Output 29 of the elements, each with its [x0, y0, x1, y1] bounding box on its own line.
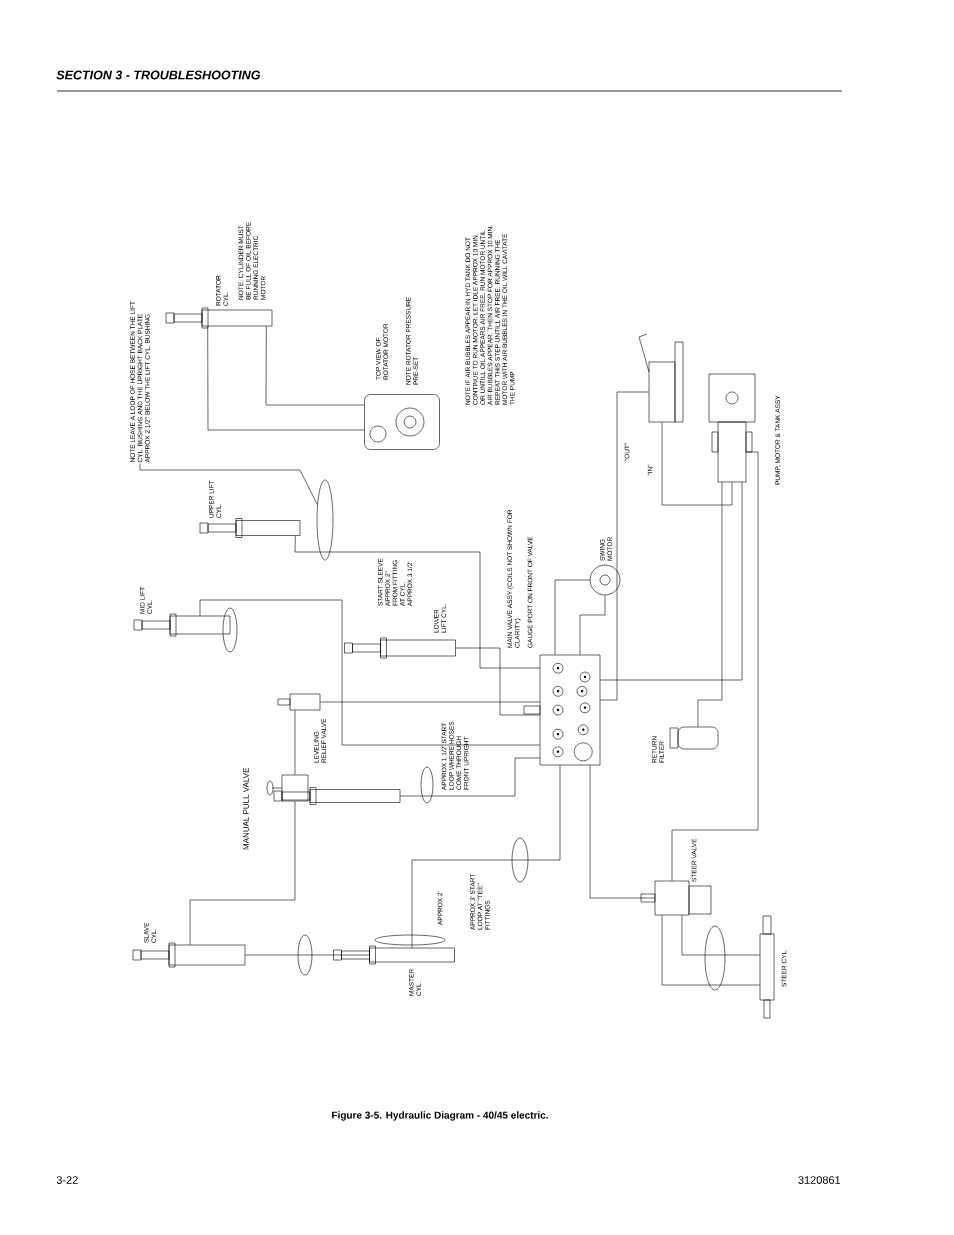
component-label: MANUAL PULL VALVE [243, 767, 249, 850]
hydraulic-line [697, 482, 723, 727]
hydraulic-line [199, 599, 540, 746]
foot-pedal-drawing [638, 333, 684, 423]
hydraulic-line [320, 701, 540, 703]
hydraulic-line [600, 482, 743, 681]
hydraulic-line [589, 765, 655, 899]
hydraulic-line [661, 915, 760, 986]
hydraulic-line [294, 535, 540, 669]
leader-line [139, 463, 318, 505]
hydraulic-line [681, 915, 760, 956]
hydraulic-line [189, 801, 296, 945]
page-number: 3-22 [56, 1176, 78, 1184]
hydraulic-line [411, 765, 561, 948]
figure-caption: Figure 3-5. Hydraulic Diagram - 40/45 electric. [332, 1111, 548, 1121]
hydraulic-line [245, 954, 370, 956]
hydraulic-line [455, 647, 540, 716]
section-heading: SECTION 3 - TROUBLESHOOTING [56, 70, 261, 80]
hydraulic-line [554, 579, 590, 655]
hydraulic-line [400, 757, 540, 797]
hydraulic-line [671, 451, 759, 881]
hydraulic-line [600, 391, 649, 701]
hydraulic-line [661, 422, 733, 506]
hydraulic-line [579, 595, 606, 655]
hydraulic-line [207, 326, 365, 431]
hydraulic-line [294, 710, 296, 775]
document-number: 3120861 [798, 1176, 841, 1184]
hydraulic-line [265, 326, 365, 406]
hose-sleeve [316, 479, 334, 561]
